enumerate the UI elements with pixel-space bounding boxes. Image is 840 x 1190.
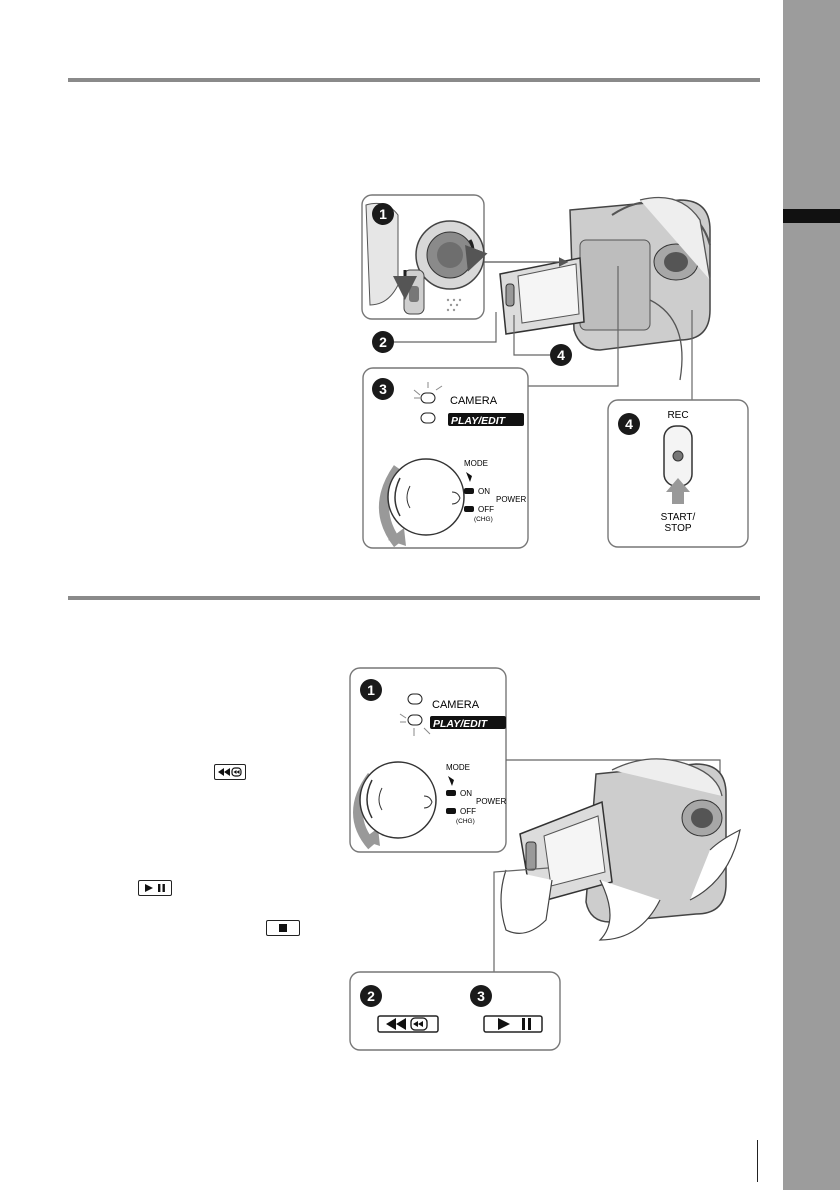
svg-text:MODE: MODE: [464, 459, 488, 468]
play-pause-button-callout: [483, 1015, 543, 1033]
svg-text:OFF: OFF: [460, 807, 476, 816]
side-tab-marker: [783, 209, 840, 223]
step-badge-4-rec: 4: [618, 413, 640, 435]
step-badge-3: 3: [372, 378, 394, 400]
svg-text:1: 1: [379, 206, 387, 222]
page-number-rule: [757, 1140, 758, 1182]
svg-text:START/: START/: [661, 512, 696, 523]
svg-text:4: 4: [625, 416, 633, 432]
callout-playback-buttons: [349, 971, 561, 1051]
camcorder-playback: [500, 758, 741, 941]
svg-text:4: 4: [557, 347, 565, 363]
step-badge-play-2: 2: [360, 985, 382, 1007]
inline-play-pause-button: [138, 880, 172, 896]
svg-text:MODE: MODE: [446, 763, 470, 772]
rewind-icon: [218, 767, 242, 777]
step-badge-play-1: 1: [360, 679, 382, 701]
svg-text:POWER: POWER: [476, 797, 506, 806]
svg-text:REC: REC: [667, 410, 688, 421]
svg-text:1: 1: [367, 682, 375, 698]
svg-text:(CHG): (CHG): [474, 516, 493, 523]
svg-text:PLAY/EDIT: PLAY/EDIT: [433, 718, 489, 730]
svg-text:3: 3: [379, 381, 387, 397]
section-rule-top: [68, 78, 760, 82]
inline-rewind-button: [214, 764, 246, 780]
svg-text:2: 2: [367, 988, 375, 1004]
callout-rec-button: REC START/ STOP: [607, 399, 749, 548]
svg-text:OFF: OFF: [478, 505, 494, 514]
play-pause-icon: [145, 884, 165, 892]
svg-text:2: 2: [379, 334, 387, 350]
svg-text:3: 3: [477, 988, 485, 1004]
svg-text:POWER: POWER: [496, 495, 526, 504]
section-rule-middle: [68, 596, 760, 600]
step-badge-4-lcd: 4: [550, 344, 572, 366]
rewind-button-callout: [377, 1015, 439, 1033]
step-badge-2: 2: [372, 331, 394, 353]
stop-icon: [279, 924, 287, 932]
callout-lens-cover: [361, 194, 488, 320]
side-tab: [783, 0, 840, 1190]
callout-power-switch-record: CAMERA PLAY/EDIT MODE ON OFF (CHG) POWER: [362, 367, 529, 549]
inline-stop-button: [266, 920, 300, 936]
svg-text:ON: ON: [460, 789, 472, 798]
step-badge-play-3: 3: [470, 985, 492, 1007]
svg-text:CAMERA: CAMERA: [432, 699, 480, 711]
svg-text:PLAY/EDIT: PLAY/EDIT: [451, 415, 507, 427]
step-badge-1: 1: [372, 203, 394, 225]
svg-text:STOP: STOP: [664, 523, 691, 534]
camcorder-record: [499, 196, 711, 381]
callout-power-switch-play: CAMERA PLAY/EDIT MODE ON OFF (CHG) POWER: [349, 667, 507, 853]
svg-text:CAMERA: CAMERA: [450, 395, 498, 407]
svg-text:(CHG): (CHG): [456, 818, 475, 825]
svg-text:ON: ON: [478, 487, 490, 496]
